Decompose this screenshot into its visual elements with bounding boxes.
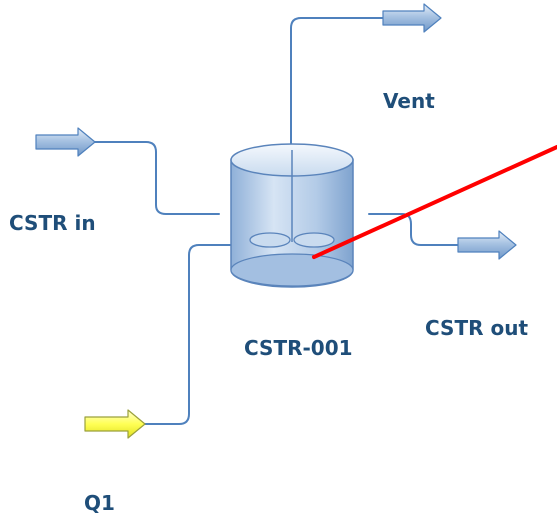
cstr-out-pipe[interactable] bbox=[368, 213, 459, 246]
pointer-line bbox=[312, 145, 557, 259]
block-arrow-icon bbox=[457, 230, 517, 260]
block-arrow-icon bbox=[35, 127, 96, 157]
block-arrow-icon bbox=[84, 409, 146, 439]
cstr-out-label: CSTR out bbox=[425, 316, 528, 340]
q1-label: Q1 bbox=[84, 491, 115, 515]
cstr-out-stream-arrow[interactable] bbox=[457, 230, 517, 260]
q1-pipe[interactable] bbox=[144, 244, 233, 425]
vent-pipe[interactable] bbox=[290, 17, 384, 151]
reactor-label: CSTR-001 bbox=[244, 336, 353, 360]
cstr-in-stream-arrow[interactable] bbox=[35, 127, 96, 157]
reactor-cstr-001[interactable] bbox=[230, 143, 354, 288]
vent-stream-arrow[interactable] bbox=[382, 3, 442, 33]
cstr-in-label: CSTR in bbox=[9, 211, 96, 235]
vent-label: Vent bbox=[383, 89, 435, 113]
block-arrow-icon bbox=[382, 3, 442, 33]
cstr-in-pipe[interactable] bbox=[94, 141, 220, 215]
cstr-vessel-with-agitator-icon bbox=[230, 143, 354, 288]
q1-energy-stream-arrow[interactable] bbox=[84, 409, 146, 439]
